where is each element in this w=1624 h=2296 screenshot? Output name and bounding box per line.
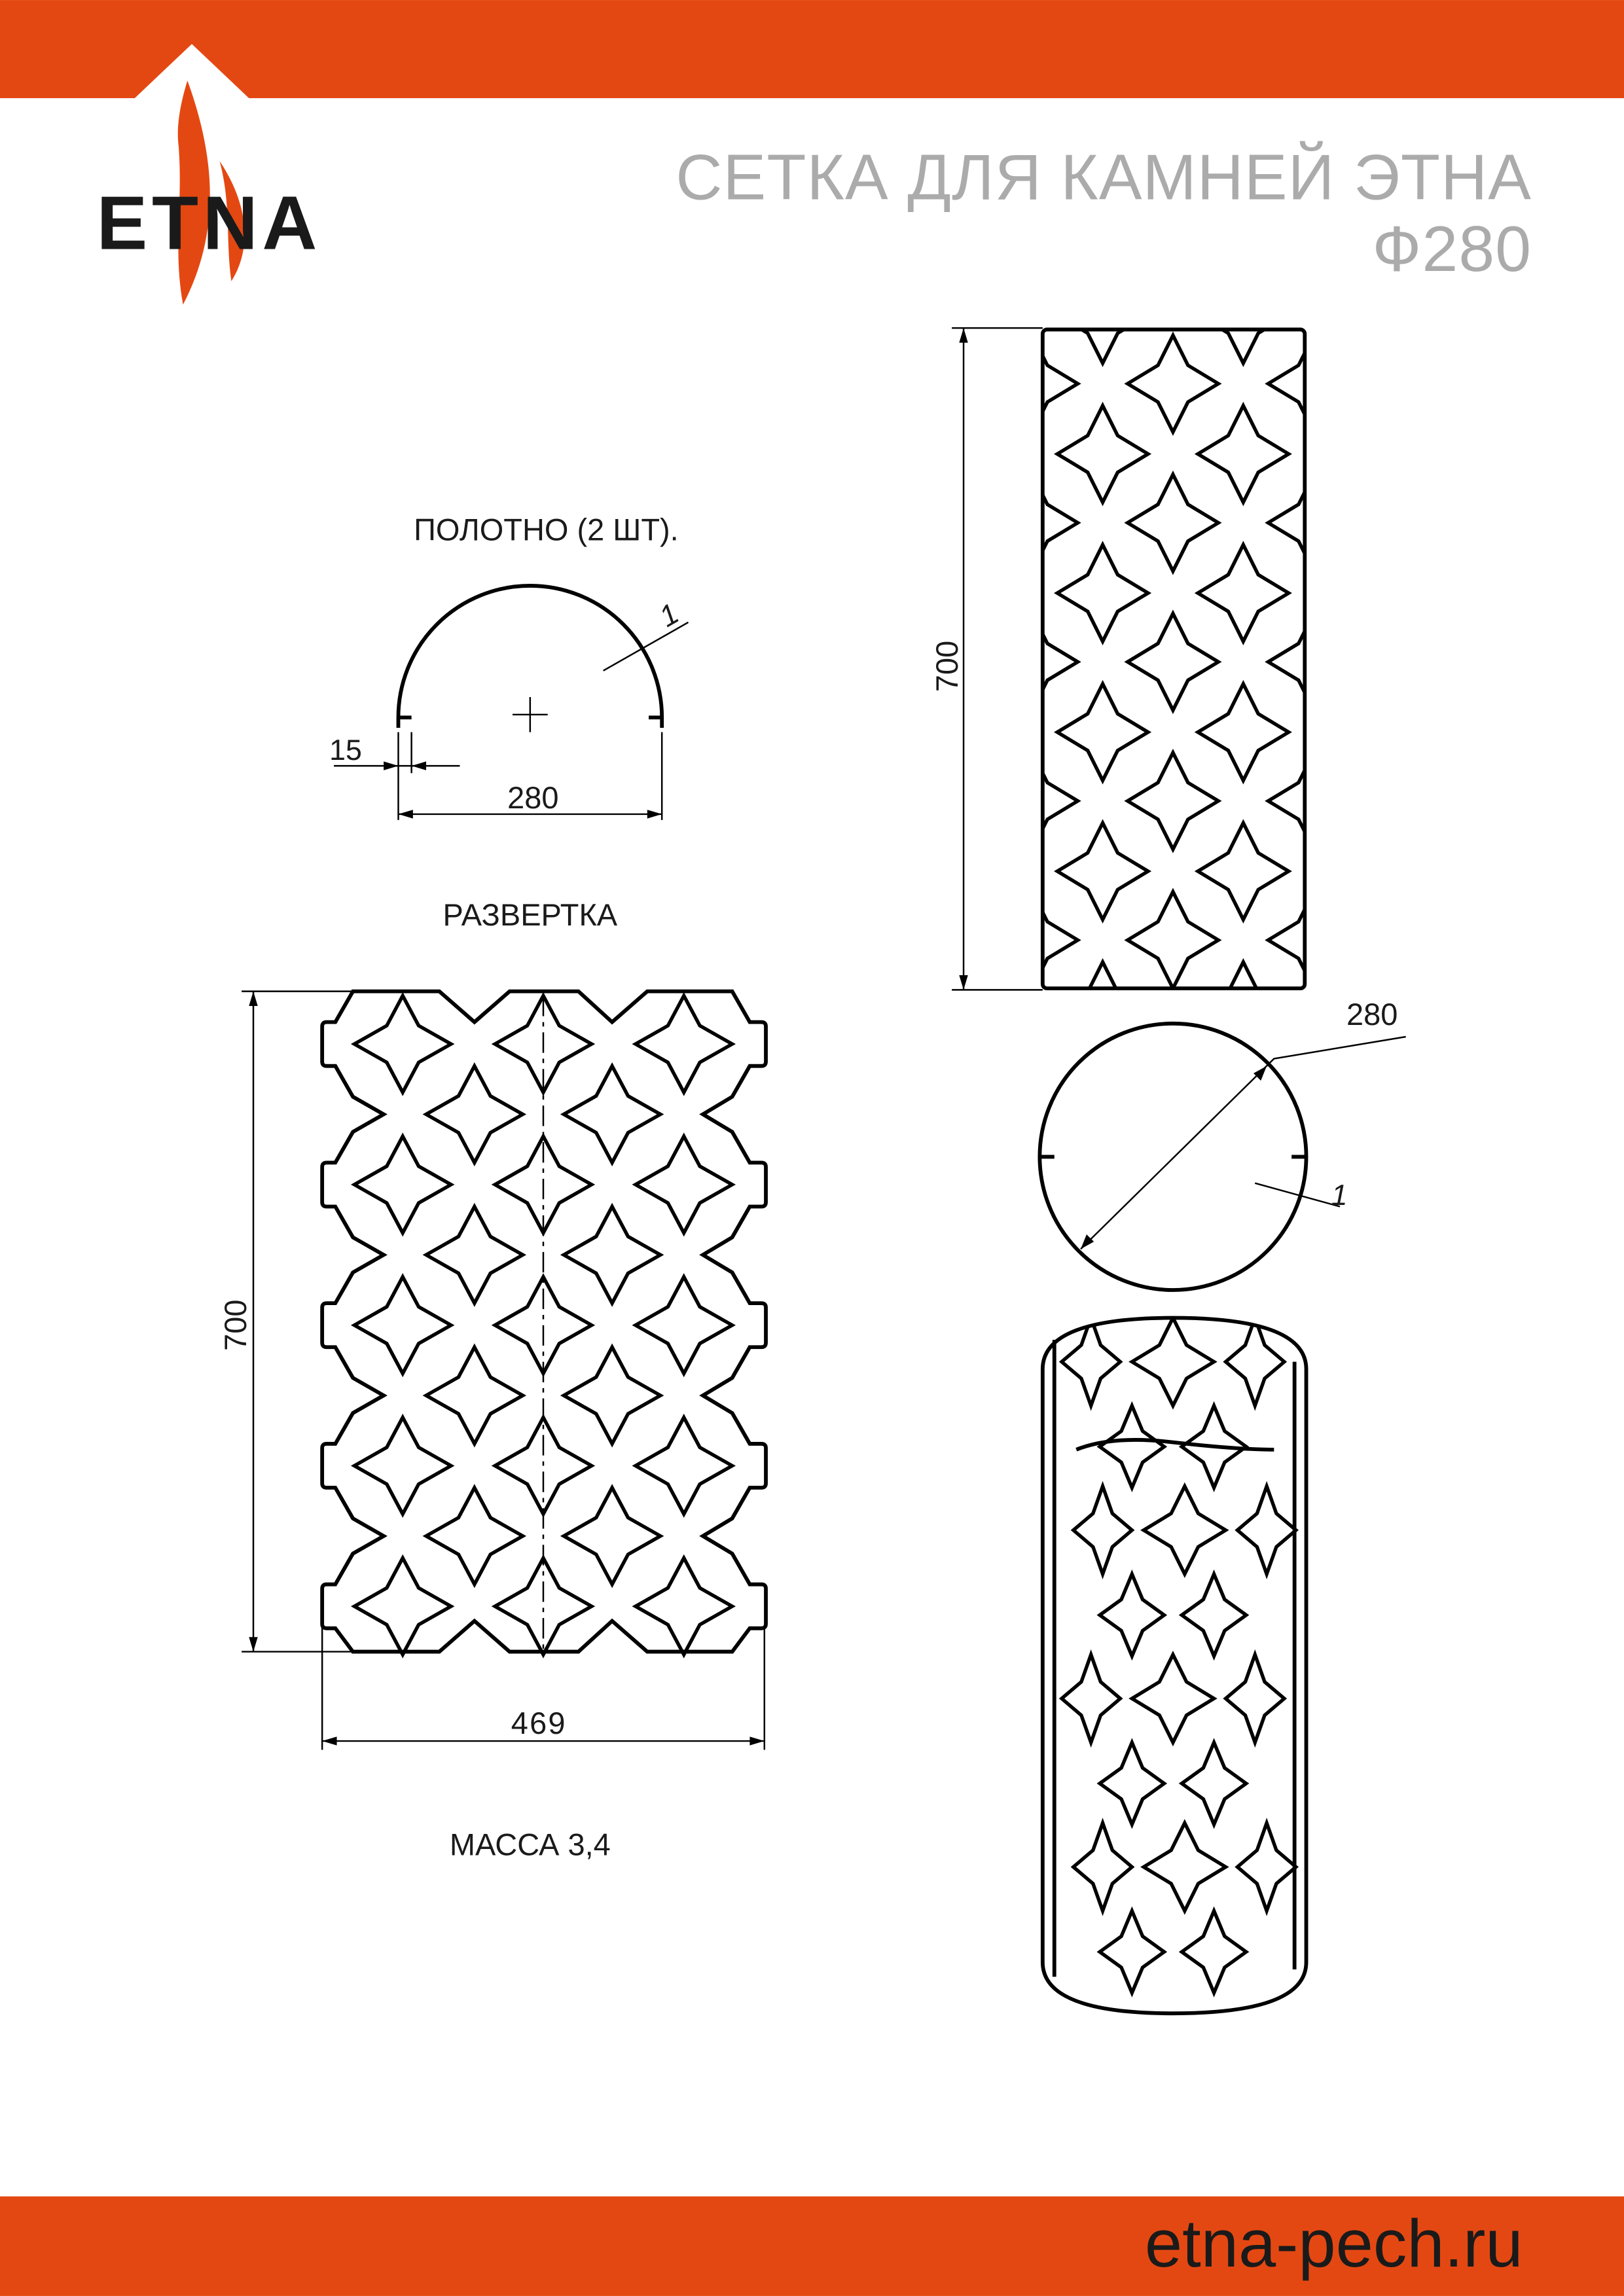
document-title: СЕТКА ДЛЯ КАМНЕЙ ЭТНА (676, 140, 1532, 213)
star-cutout (1140, 1482, 1229, 1579)
star-cutout (491, 1554, 596, 1659)
star-cutout (1178, 1738, 1250, 1829)
star-cutout (1078, 329, 1128, 367)
star-cutout (1178, 1401, 1250, 1492)
star-cutout (350, 1413, 455, 1518)
star-cutout (1265, 349, 1305, 419)
star-cutout (1265, 488, 1305, 558)
star-cutout (350, 1132, 455, 1237)
star-cutout (560, 1202, 664, 1307)
star-cutout (1096, 1906, 1168, 1998)
star-cutout (632, 1413, 736, 1518)
star-cutout (491, 1273, 596, 1378)
header-bar (0, 0, 1624, 98)
star-cutout (1235, 1480, 1299, 1580)
etna-logo: ETNA (97, 44, 322, 305)
flat-outline (320, 989, 768, 1654)
star-cutout (1042, 908, 1081, 972)
blank-label: ПОЛОТНО (2 ШТ). (414, 512, 679, 547)
star-cutout (1054, 679, 1152, 785)
star-cutout (422, 1484, 527, 1588)
star-cutout (1265, 905, 1305, 975)
star-cutout (1124, 748, 1222, 853)
star-cutout (1058, 1318, 1123, 1411)
star-cutout (1070, 1480, 1135, 1580)
star-cutout (560, 1062, 664, 1167)
star-cutout (1096, 1401, 1168, 1492)
star-cutout (560, 1484, 664, 1588)
star-cutout (1054, 401, 1152, 507)
star-cutout (1265, 766, 1305, 836)
circle-dim-diameter: 280 (1346, 997, 1398, 1031)
cylinder-perspective-view (1040, 1316, 1308, 2016)
star-cutout (1124, 470, 1222, 575)
star-cutout (1042, 769, 1081, 833)
star-cutout (560, 1343, 664, 1448)
star-cutout (422, 1062, 527, 1167)
cylinder-top-view (1038, 1021, 1406, 1292)
star-cutout (632, 992, 736, 1096)
star-cutout (1140, 1819, 1229, 1915)
footer-bar (0, 2196, 1624, 2296)
star-cutout (1235, 1818, 1299, 1916)
circle-dim-thickness: 1 (1331, 1179, 1348, 1211)
mass-label: МАССА 3,4 (450, 1827, 611, 1862)
star-cutout (1178, 1570, 1250, 1661)
flat-dim-width: 469 (511, 1706, 567, 1740)
star-cutout (1096, 1570, 1168, 1661)
flat-dim-height: 700 (218, 1300, 253, 1351)
star-cutout (1194, 401, 1292, 507)
flat-pattern-drawing (242, 989, 768, 1750)
star-cutout (1124, 331, 1222, 437)
star-cutout (1124, 609, 1222, 715)
star-cutout (350, 1273, 455, 1378)
star-cutout (1054, 819, 1152, 924)
flame-icon (177, 81, 210, 305)
star-cutout (491, 1132, 596, 1237)
cylinder-dim-height: 700 (929, 641, 964, 692)
star-cutout (1054, 541, 1152, 645)
cylinder-front-view (952, 327, 1307, 991)
website-link[interactable]: etna-pech.ru (1145, 2206, 1523, 2281)
star-cutout (1194, 819, 1292, 924)
star-cutout (1128, 1318, 1218, 1410)
star-cutout (422, 1343, 527, 1448)
star-cutout (632, 1132, 736, 1237)
star-cutout (632, 1273, 736, 1378)
star-cutout (1223, 1649, 1288, 1748)
star-cutout (422, 1202, 527, 1307)
star-cutout (1223, 1318, 1288, 1411)
blank-dim-width: 280 (507, 780, 558, 815)
star-cutout (1070, 1818, 1135, 1916)
star-cutout (1042, 491, 1081, 555)
star-cutout (1194, 679, 1292, 785)
star-cutout (632, 1554, 736, 1659)
blank-dim-thickness: 1 (654, 597, 685, 634)
star-cutout (350, 992, 455, 1096)
star-cutout (1128, 1651, 1218, 1747)
star-cutout (1058, 1649, 1123, 1748)
star-cutout (1218, 329, 1268, 367)
star-cutout (1265, 627, 1305, 697)
star-cutout (1124, 888, 1222, 989)
logo-text: ETNA (97, 180, 322, 265)
flat-label: РАЗВЕРТКА (443, 897, 618, 932)
star-cutout (491, 1413, 596, 1518)
star-cutout (1096, 1738, 1168, 1829)
flame-inner-icon (219, 161, 245, 281)
star-cutout (1042, 630, 1081, 694)
star-cutout (491, 992, 596, 1096)
document-subtitle: Ф280 (1373, 213, 1532, 285)
logo-roof-icon (134, 44, 249, 98)
star-cutout (1042, 351, 1081, 416)
star-cutout (1178, 1906, 1250, 1998)
blank-dim-tab: 15 (329, 734, 362, 766)
star-cutout (1194, 541, 1292, 645)
star-cutout (350, 1554, 455, 1659)
